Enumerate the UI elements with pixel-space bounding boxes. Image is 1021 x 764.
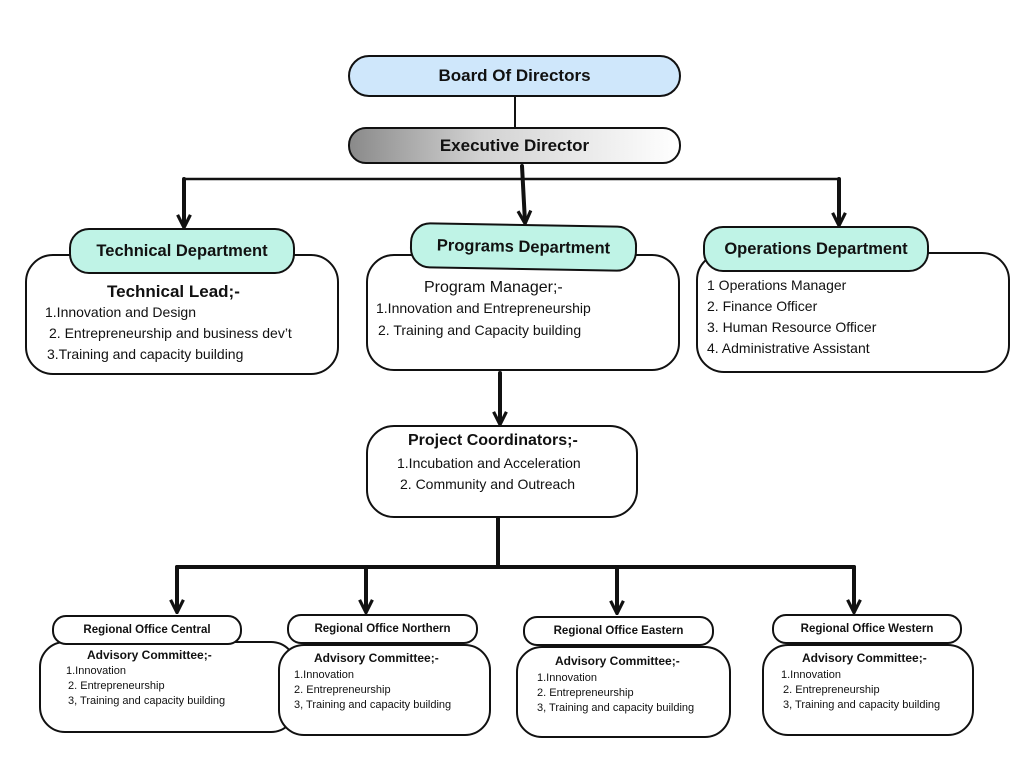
program-manager-heading: Program Manager;- — [424, 279, 563, 296]
technical-department-box — [25, 254, 339, 375]
programs-department-title: Programs Department — [409, 222, 638, 272]
advisory-committee-heading: Advisory Committee;- — [555, 654, 680, 668]
arrow-to-programs — [522, 164, 525, 222]
programs-department-box — [366, 254, 680, 371]
regional-item: 1.Innovation — [537, 672, 597, 684]
regional-item: 3, Training and capacity building — [68, 695, 226, 707]
project-coordinators-box — [366, 425, 638, 518]
regional-item: 3, Training and capacity building — [537, 702, 695, 714]
board-of-directors-node: Board Of Directors — [348, 55, 681, 97]
regional-item: 2. Entrepreneurship — [68, 680, 165, 692]
advisory-committee-heading: Advisory Committee;- — [802, 651, 927, 665]
regional-item: 3, Training and capacity building — [783, 699, 941, 711]
operations-item: 3. Human Resource Officer — [707, 319, 877, 335]
technical-item: 3.Training and capacity building — [47, 346, 244, 362]
regional-item: 2. Entrepreneurship — [783, 684, 880, 696]
regional-item: 2. Entrepreneurship — [294, 684, 391, 696]
advisory-committee-heading: Advisory Committee;- — [314, 651, 439, 665]
executive-director-node: Executive Director — [348, 127, 681, 164]
coordinators-item: 2. Community and Outreach — [400, 476, 576, 492]
programs-item: 2. Training and Capacity building — [378, 322, 582, 338]
technical-item: 2. Entrepreneurship and business dev’t — [49, 325, 292, 341]
technical-item: 1.Innovation and Design — [45, 304, 196, 320]
regional-office-northern-box — [278, 644, 491, 736]
regional-office-eastern-box — [516, 646, 731, 738]
technical-lead-heading: Technical Lead;- — [107, 282, 240, 301]
programs-item: 1.Innovation and Entrepreneurship — [376, 300, 591, 316]
coordinators-item: 1.Incubation and Acceleration — [397, 455, 581, 471]
regional-item: 2. Entrepreneurship — [537, 687, 634, 699]
regional-office-western-title: Regional Office Western — [772, 614, 962, 644]
advisory-committee-heading: Advisory Committee;- — [87, 648, 212, 662]
operations-department-title: Operations Department — [703, 226, 929, 272]
operations-item: 4. Administrative Assistant — [707, 340, 870, 356]
regional-office-western-box — [762, 644, 974, 736]
technical-department-title: Technical Department — [69, 228, 295, 274]
operations-item: 2. Finance Officer — [707, 298, 818, 314]
regional-item: 1.Innovation — [781, 669, 841, 681]
operations-item: 1 Operations Manager — [707, 277, 847, 293]
operations-department-box — [696, 252, 1010, 373]
regional-office-central-title: Regional Office Central — [52, 615, 242, 645]
regional-office-northern-title: Regional Office Northern — [287, 614, 478, 644]
regional-office-eastern-title: Regional Office Eastern — [523, 616, 714, 646]
regional-item: 1.Innovation — [66, 665, 126, 677]
regional-item: 1.Innovation — [294, 669, 354, 681]
project-coordinators-heading: Project Coordinators;- — [408, 432, 578, 449]
regional-item: 3, Training and capacity building — [294, 699, 452, 711]
